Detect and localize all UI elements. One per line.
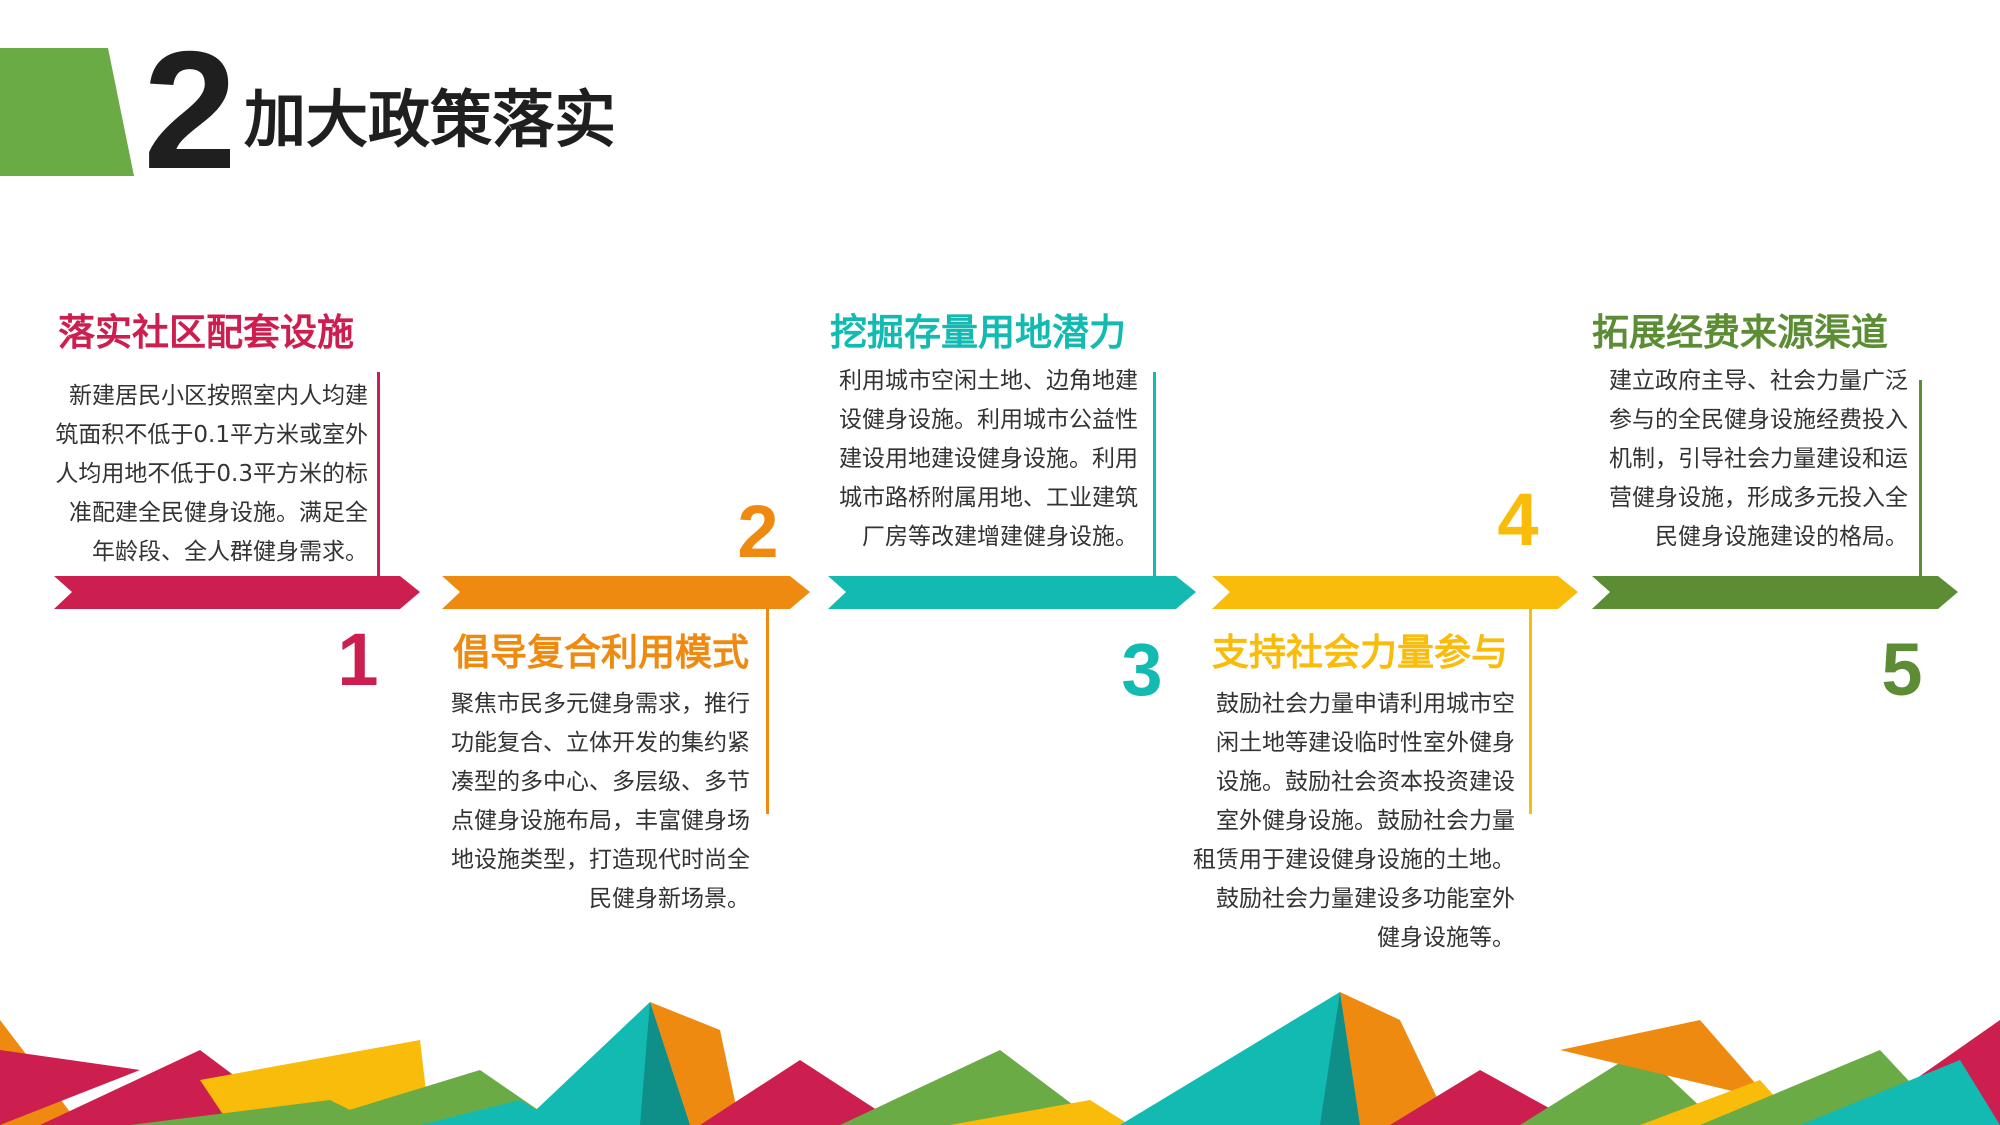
header-green-tab	[0, 48, 134, 176]
step-1-number: 1	[337, 618, 379, 701]
step-2-connector	[766, 609, 769, 814]
timeline-arrow-3	[828, 576, 1196, 609]
step-4-number: 4	[1497, 478, 1539, 561]
step-3-title: 挖掘存量用地潜力	[830, 311, 1126, 354]
step-1-title: 落实社区配套设施	[58, 311, 354, 354]
step-1-description: 新建居民小区按照室内人均建 筑面积不低于0.1平方米或室外 人均用地不低于0.3…	[55, 383, 368, 565]
step-5-description: 建立政府主导、社会力量广泛 参与的全民健身设施经费投入 机制，引导社会力量建设和…	[1609, 368, 1908, 550]
step-2-number: 2	[737, 490, 779, 573]
step-4-connector	[1529, 609, 1532, 814]
timeline-arrow-1	[54, 576, 420, 609]
step-5-number: 5	[1881, 628, 1923, 711]
step-3-description: 利用城市空闲土地、边角地建 设健身设施。利用城市公益性 建设用地建设健身设施。利…	[839, 368, 1138, 550]
step-3-connector	[1153, 372, 1156, 576]
section-number: 2	[143, 16, 237, 204]
step-4-title: 支持社会力量参与	[1212, 631, 1508, 674]
footer-triangle-decoration	[0, 992, 2000, 1125]
page-title: 加大政策落实	[244, 83, 617, 156]
timeline-arrow-4	[1212, 576, 1578, 609]
step-3-number: 3	[1121, 628, 1163, 711]
step-4-description: 鼓励社会力量申请利用城市空 闲土地等建设临时性室外健身 设施。鼓励社会资本投资建…	[1193, 691, 1515, 951]
step-2-description: 聚焦市民多元健身需求，推行 功能复合、立体开发的集约紧 凑型的多中心、多层级、多…	[451, 691, 750, 912]
timeline-arrow-5	[1592, 576, 1958, 609]
step-5-connector	[1919, 380, 1922, 576]
step-5-title: 拓展经费来源渠道	[1592, 311, 1888, 354]
step-2-title: 倡导复合利用模式	[453, 631, 749, 674]
step-1-connector	[377, 372, 380, 576]
timeline-arrow-2	[442, 576, 810, 609]
timeline-arrows	[54, 576, 1958, 609]
